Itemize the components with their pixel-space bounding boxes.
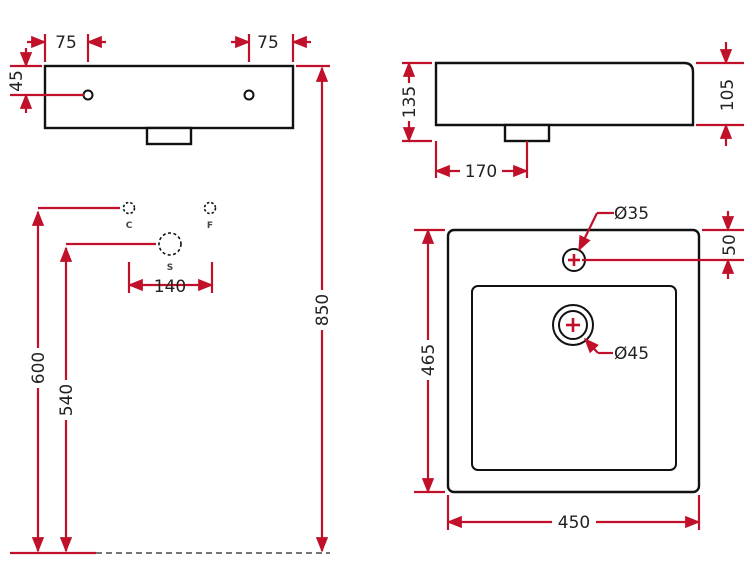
dim-top-tap-hole-label: Ø35 <box>614 204 649 224</box>
dim-install-540: 540 <box>56 242 156 553</box>
dim-top-tap-hole: Ø35 <box>578 204 649 252</box>
waste-label: S <box>167 263 173 273</box>
dim-install-140-label: 140 <box>154 277 186 297</box>
feed-supply-point <box>203 201 217 215</box>
cold-label: C <box>126 221 133 231</box>
side-basin-body <box>434 61 695 127</box>
feed-label: F <box>207 221 213 231</box>
dim-side-105-label: 105 <box>718 79 738 111</box>
dim-front-rim-label: 45 <box>7 70 27 92</box>
dim-top-50-label: 50 <box>720 234 740 256</box>
cold-supply-point <box>122 201 136 215</box>
side-view: 135 105 170 <box>399 42 744 182</box>
front-waste-outlet <box>145 126 193 146</box>
waste-point <box>158 232 182 256</box>
top-view: Ø35 Ø45 50 465 <box>414 204 744 533</box>
front-view: 75 75 45 <box>7 33 311 146</box>
front-basin-body <box>43 64 295 130</box>
dim-install-600: 600 <box>28 206 120 553</box>
dim-top-50: 50 <box>582 211 744 279</box>
top-basin-outline <box>446 228 701 494</box>
dim-side-170: 170 <box>434 141 529 182</box>
dim-side-170-label: 170 <box>465 162 497 182</box>
dim-install-140: 140 <box>127 262 214 297</box>
top-bowl-outline <box>471 285 677 471</box>
dim-top-450: 450 <box>446 495 701 533</box>
dim-front-right-label: 75 <box>257 33 279 53</box>
dim-front-left-label: 75 <box>55 33 77 53</box>
dim-side-105: 105 <box>696 42 744 146</box>
dim-top-465-label: 465 <box>419 344 439 376</box>
dim-install-850: 850 <box>296 64 333 553</box>
dim-top-465: 465 <box>414 228 445 494</box>
dim-top-waste-label: Ø45 <box>614 344 649 364</box>
dim-side-135-label: 135 <box>400 86 420 118</box>
dim-top-450-label: 450 <box>558 513 590 533</box>
dim-front-right-75: 75 <box>231 33 311 62</box>
dim-install-600-label: 600 <box>29 352 49 384</box>
dim-install-850-label: 850 <box>313 294 333 326</box>
side-waste-outlet <box>503 123 551 143</box>
dim-side-135: 135 <box>399 61 432 143</box>
installation-view: C F S 140 600 540 850 <box>10 64 333 555</box>
dim-top-waste: Ø45 <box>583 337 649 364</box>
dim-install-540-label: 540 <box>57 384 77 416</box>
dim-front-left-75: 75 <box>27 33 106 62</box>
dim-front-rim-45: 45 <box>7 48 84 113</box>
front-right-hole <box>243 89 255 101</box>
